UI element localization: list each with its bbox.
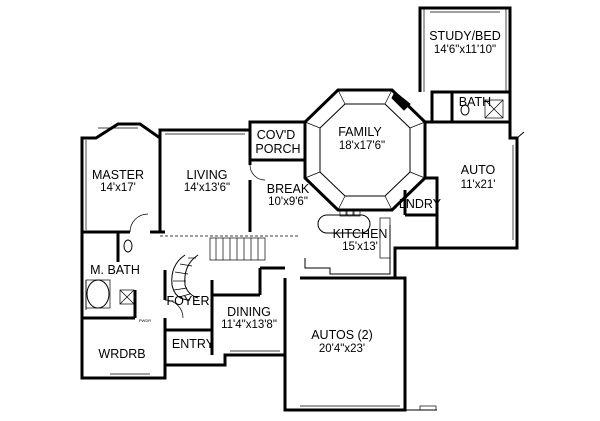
break-label: BREAK — [267, 182, 310, 196]
connector-walls — [425, 90, 510, 124]
dining-dims: 11'4"x13'8" — [221, 319, 277, 331]
autos2-label: AUTOS (2) — [311, 328, 373, 342]
study-dims: 14'6"x11'10" — [434, 44, 496, 56]
living-label: LIVING — [187, 168, 228, 182]
fireplace — [391, 91, 411, 111]
lndry-label: LNDRY — [399, 197, 442, 211]
bathtub — [86, 279, 110, 309]
family-dims: 18'x17'6" — [339, 140, 385, 152]
window-details — [85, 8, 514, 407]
foyer-label: FOYER — [166, 294, 209, 308]
bath-label: BATH — [459, 95, 491, 109]
m-bath-label: M. BATH — [90, 263, 140, 277]
auto-dims: 11'x21' — [461, 179, 496, 191]
staircase — [160, 235, 300, 301]
wrdrb-label: WRDRB — [98, 347, 145, 361]
study-walls — [418, 6, 512, 92]
auto-label: AUTO — [461, 163, 496, 177]
covd-porch-label-2: PORCH — [255, 142, 300, 156]
pwdr-label: PWDR — [139, 318, 151, 323]
entry-label: ENTRY — [172, 337, 215, 351]
study-label: STUDY/BED — [429, 29, 501, 43]
kitchen-label: KITCHEN — [333, 227, 388, 241]
covd-porch-label-1: COV'D — [257, 128, 296, 142]
master-dims: 14'x17' — [100, 182, 136, 194]
break-dims: 10'x9'6" — [268, 196, 308, 208]
auto-garage-walls — [435, 92, 519, 250]
master-label: MASTER — [92, 168, 144, 182]
exterior-walls — [80, 6, 519, 412]
autos2-dims: 20'4"x23' — [319, 343, 365, 355]
laundry-wall — [425, 176, 439, 190]
living-dims: 14'x13'6" — [184, 182, 230, 194]
interior-walls — [82, 92, 510, 378]
kitchen-right-walls — [393, 246, 437, 278]
dining-label: DINING — [227, 305, 271, 319]
kitchen-island — [317, 214, 371, 234]
family-label: FAMILY — [338, 125, 382, 139]
kitchen-counter — [304, 225, 391, 275]
kitchen-dims: 15'x13' — [342, 241, 378, 253]
room-labels: STUDY/BED 14'6"x11'10" BATH FAMILY 18'x1… — [90, 29, 501, 361]
